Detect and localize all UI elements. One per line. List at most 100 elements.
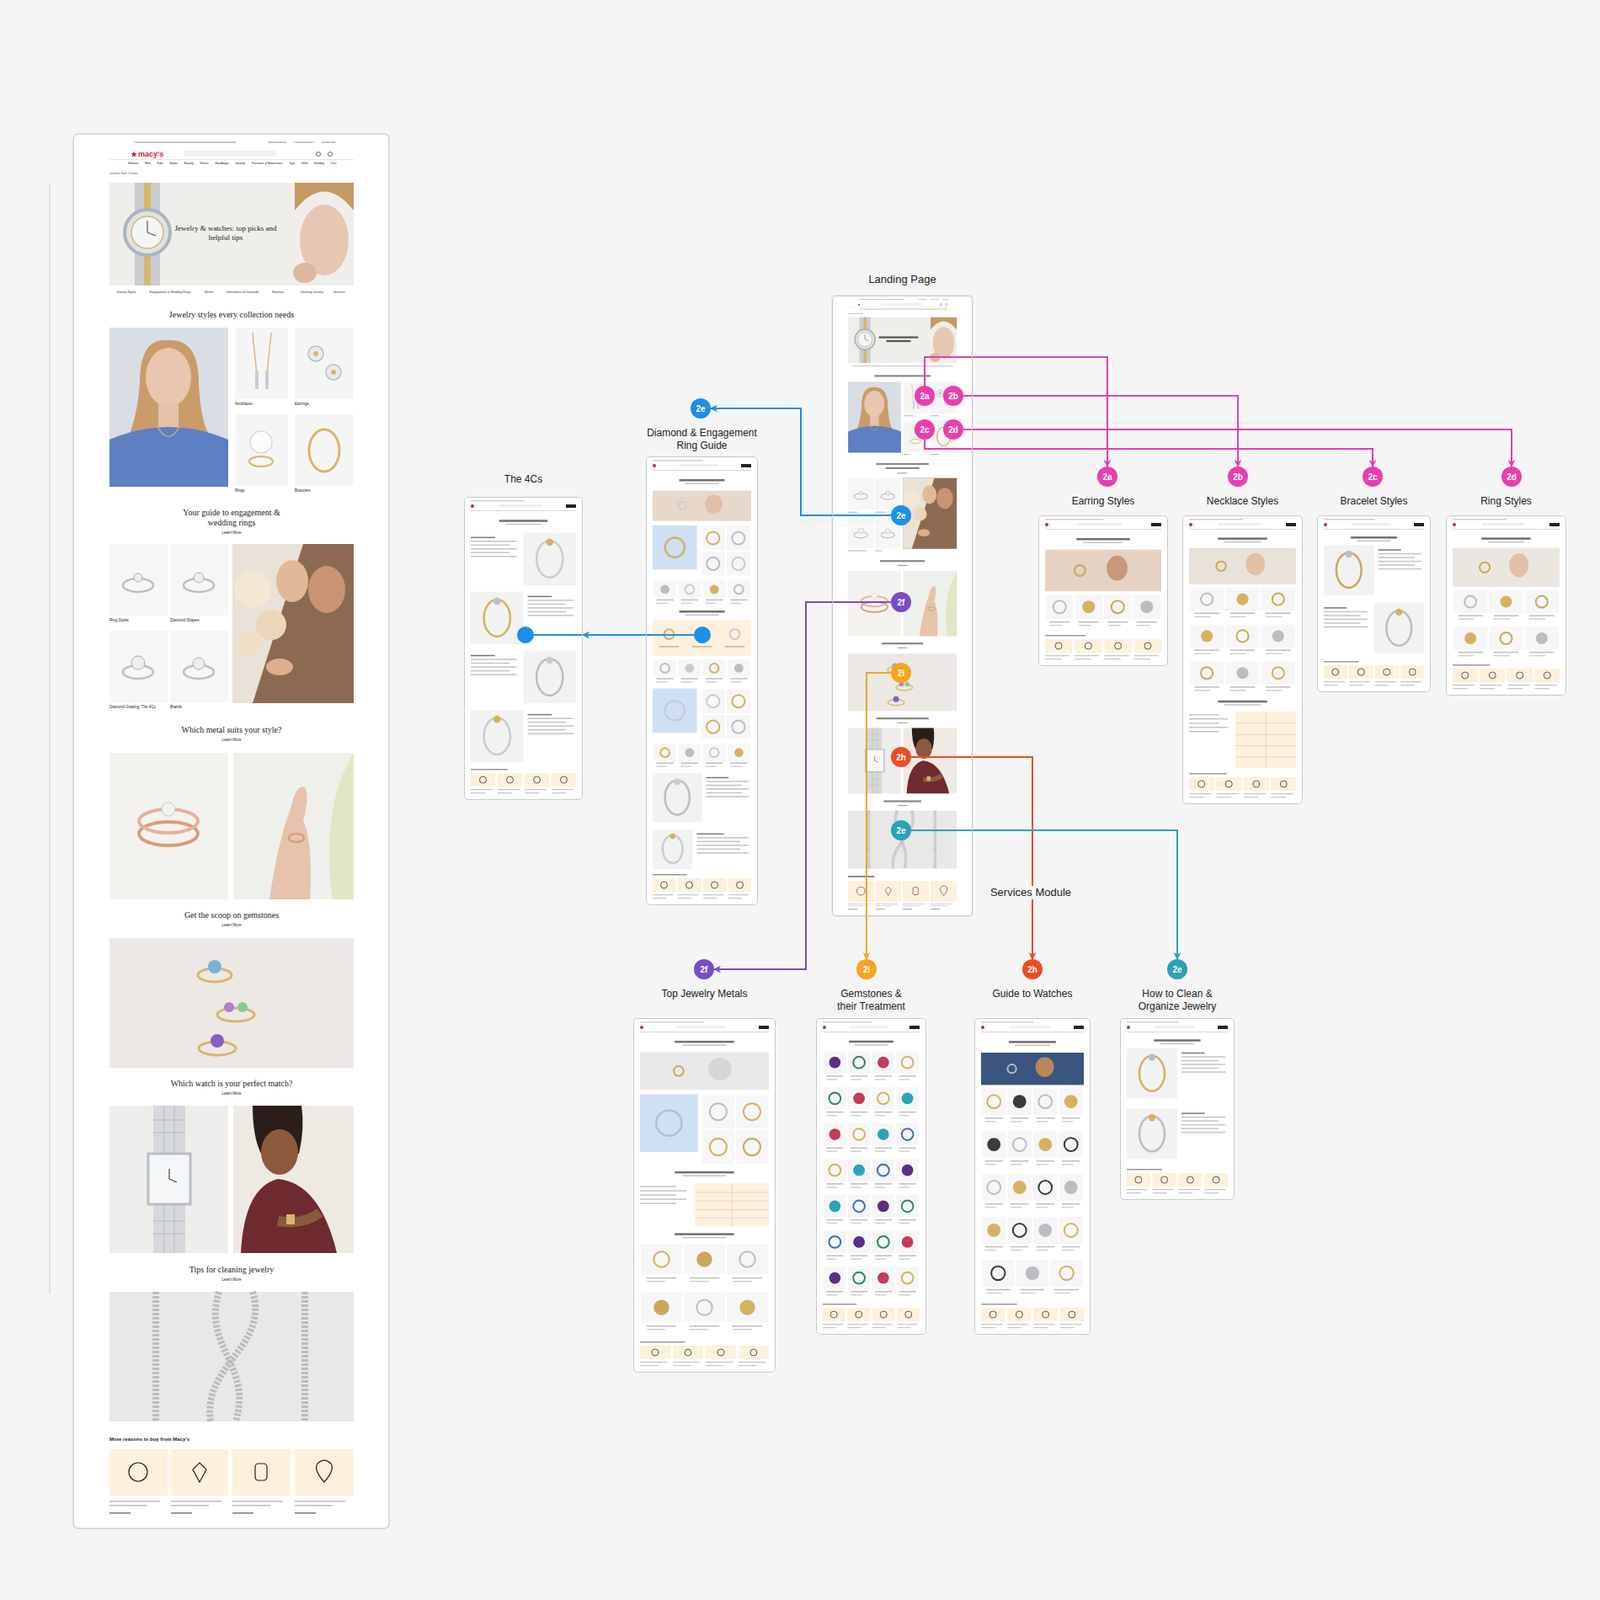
page-thumbnail xyxy=(640,1365,659,1366)
page-thumbnail xyxy=(1265,613,1291,615)
page-thumbnail xyxy=(536,658,563,696)
page-text: Jewelry Styles xyxy=(117,290,137,294)
page-thumbnail xyxy=(1204,1173,1228,1187)
page-thumbnail xyxy=(1010,1203,1029,1206)
page-thumbnail xyxy=(1253,780,1260,788)
page-thumbnail xyxy=(901,1200,914,1212)
page-thumbnail xyxy=(726,526,751,550)
page-thumbnail xyxy=(726,1292,768,1323)
page-thumbnail xyxy=(701,551,726,576)
page-thumbnail xyxy=(1194,649,1220,651)
page-thumbnail xyxy=(730,681,742,683)
page-thumbnail xyxy=(981,1303,1018,1306)
page-thumbnail xyxy=(826,1294,838,1296)
page-thumbnail xyxy=(1323,622,1361,624)
page-thumbnail xyxy=(877,1200,890,1212)
page-thumbnail xyxy=(1493,651,1520,654)
page-thumbnail xyxy=(1036,1120,1049,1123)
callout-number: 2i xyxy=(856,959,877,980)
callout-number: 2e xyxy=(690,398,711,419)
page-thumbnail xyxy=(750,1349,758,1356)
page-thumbnail xyxy=(986,1292,1002,1295)
page-thumbnail xyxy=(848,1327,862,1328)
page-thumbnail xyxy=(850,1075,868,1078)
page-thumbnail xyxy=(1323,626,1368,629)
page-thumbnail xyxy=(986,1223,1001,1238)
page-thumbnail xyxy=(1230,613,1256,615)
page-thumbnail xyxy=(1323,665,1348,679)
page-thumbnail xyxy=(1045,634,1086,637)
page-thumbnail xyxy=(1357,668,1365,676)
page-thumbnail xyxy=(899,1222,911,1225)
page-thumbnail xyxy=(853,1128,865,1141)
page-thumbnail xyxy=(1045,522,1049,527)
page-thumbnail xyxy=(652,897,667,899)
page-thumbnail xyxy=(855,1311,863,1318)
page-text: Services xyxy=(333,290,346,294)
page-thumbnail xyxy=(899,1114,911,1117)
page-thumbnail xyxy=(653,1299,669,1315)
page-text: Learn More xyxy=(221,530,241,535)
page-thumbnail xyxy=(646,1328,667,1331)
page-thumbnail xyxy=(829,1164,842,1177)
page-thumbnail xyxy=(1181,1060,1219,1062)
page-thumbnail xyxy=(1045,639,1072,653)
page-thumbnail xyxy=(826,1290,843,1293)
page-thumbnail xyxy=(734,585,744,595)
page-thumbnail xyxy=(829,1236,842,1248)
page-thumbnail xyxy=(1120,1018,1235,1200)
page-thumbnail xyxy=(1230,689,1247,692)
page-thumbnail xyxy=(528,717,575,720)
page-thumbnail xyxy=(1107,624,1121,627)
page-thumbnail xyxy=(1488,541,1525,544)
page-thumbnail xyxy=(1120,1018,1235,1200)
page-thumbnail xyxy=(646,1277,678,1280)
callout-number: 2i xyxy=(890,662,912,683)
page-thumbnail xyxy=(1182,515,1303,805)
page-thumbnail xyxy=(523,533,577,587)
page-thumbnail xyxy=(677,878,701,892)
page-thumbnail xyxy=(981,1031,1084,1033)
page-thumbnail xyxy=(682,1174,726,1177)
page-thumbnail xyxy=(1345,550,1353,558)
page-thumbnail xyxy=(985,1160,1003,1163)
page-thumbnail xyxy=(1054,1292,1070,1295)
page-thumbnail xyxy=(1265,649,1291,651)
page-thumbnail xyxy=(640,1202,677,1205)
page-thumbnail xyxy=(656,1110,682,1136)
page-thumbnail xyxy=(1212,1176,1220,1184)
page-thumbnail xyxy=(1265,616,1282,619)
page-thumbnail xyxy=(651,1349,659,1356)
page-thumbnail xyxy=(705,681,717,683)
page-thumbnail xyxy=(728,894,749,896)
page-thumbnail xyxy=(470,789,493,790)
page-frame: Gemstones & their Treatment xyxy=(816,1018,927,1335)
page-text: Learn More xyxy=(221,737,241,742)
page-thumbnail xyxy=(640,1345,671,1360)
page-text: Jewelry Style Guides xyxy=(109,171,139,176)
page-thumbnail xyxy=(880,1311,887,1318)
page-thumbnail xyxy=(640,1051,769,1090)
page-thumbnail xyxy=(736,881,744,889)
page-thumbnail xyxy=(497,792,512,794)
page-thumbnail xyxy=(899,1150,911,1152)
page-thumbnail xyxy=(1350,536,1398,539)
flow-connector xyxy=(911,830,1178,960)
callout-text: 2b xyxy=(1232,472,1243,482)
page-thumbnail xyxy=(1104,658,1121,660)
page-thumbnail xyxy=(848,1158,871,1181)
guide-line xyxy=(48,183,51,1295)
page-thumbnail xyxy=(1452,547,1560,587)
page-thumbnail xyxy=(1218,522,1261,526)
page-thumbnail xyxy=(705,762,723,764)
page-thumbnail xyxy=(1053,600,1067,614)
page-thumbnail xyxy=(829,1056,842,1069)
page-thumbnail xyxy=(874,1222,886,1225)
page-thumbnail xyxy=(974,1018,1091,1335)
page-thumbnail xyxy=(829,1272,842,1285)
page-thumbnail xyxy=(981,1307,1005,1322)
page-thumbnail xyxy=(1060,1307,1084,1322)
page-thumbnail xyxy=(1033,1088,1058,1115)
page-thumbnail xyxy=(1049,624,1063,627)
page-thumbnail xyxy=(991,1266,1005,1280)
